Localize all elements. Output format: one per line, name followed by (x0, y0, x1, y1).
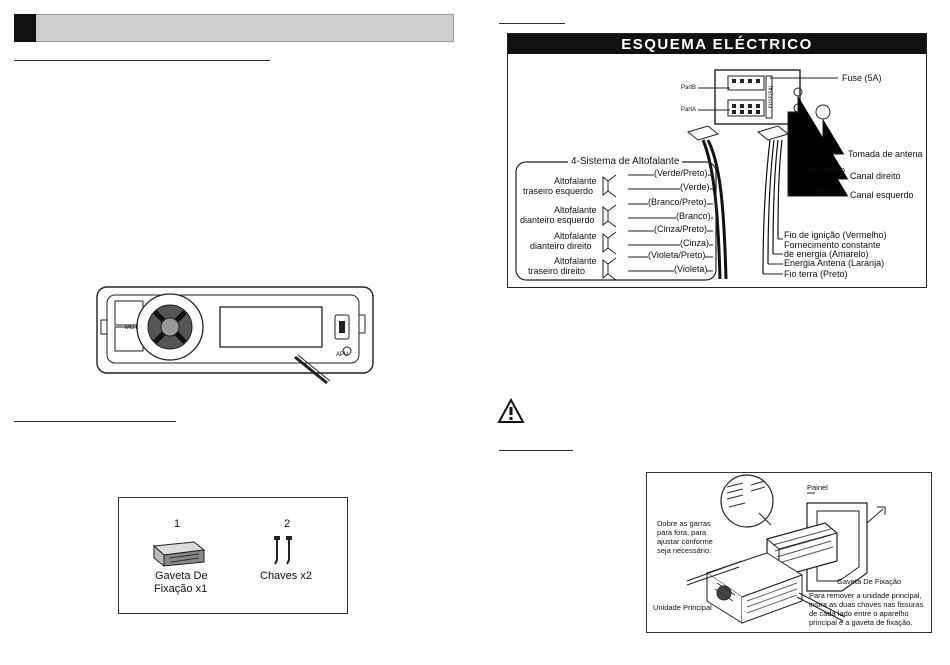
accessory-2-number: 2 (284, 518, 291, 530)
wire-7-label: (Violeta/Preto) (648, 250, 706, 260)
accessory-1-line2: Fixação x1 (154, 583, 208, 595)
wire-3-label: (Branco/Preto) (648, 197, 707, 207)
remove-note-line2: insira as duas chaves nas fissuras (809, 600, 924, 609)
remove-note-line3: de cada lado entre o aparelho (809, 609, 909, 618)
wire-2-label: (Verde) (680, 182, 710, 192)
section-underline-4 (499, 450, 573, 451)
wire-4-label: (Branco) (676, 211, 711, 221)
radio-apu-label: APU (336, 352, 349, 358)
wire-8-label: (Violeta) (674, 264, 708, 274)
fuse-vertical-label: FUSE(5A) (768, 85, 775, 109)
speaker-4-line2: traseiro direito (528, 266, 586, 276)
white-wire-label: Branco (816, 186, 845, 196)
wiring-diagram: ESQUEMA ELÉCTRICO (507, 33, 927, 288)
speaker-1-line2: traseiro esquerdo (523, 186, 594, 196)
speaker-1-line1: Altofalante (554, 176, 597, 186)
wire-5-label: (Cinza/Preto) (654, 224, 708, 234)
wire-6-label: (Cinza) (680, 238, 710, 248)
installation-drawing (686, 474, 886, 624)
speaker-2-line1: Altofalante (554, 205, 597, 215)
section-underline-3 (499, 23, 565, 24)
constant-power-line1: Fornecimento constante (784, 240, 881, 250)
ground-wire-label: Fio terra (Preto) (784, 269, 848, 279)
panel-label: Painel (807, 483, 828, 492)
sleeve-label: Gaveta De Fixação (837, 577, 902, 586)
antenna-socket-label: Tomada de antena (848, 149, 923, 159)
right-channel-label: Canal direito (850, 171, 901, 181)
warning-triangle-icon (497, 397, 525, 423)
fuse-label: Fuse (5A) (842, 73, 882, 83)
accessories-box: 1 Gaveta De Fixação x1 2 Chaves x2 (118, 497, 348, 614)
accessory-2-label: Chaves x2 (260, 570, 312, 582)
accessory-1-number: 1 (174, 518, 181, 530)
main-unit-label: Unidade Principal (653, 603, 712, 612)
section-underline-2 (14, 421, 176, 422)
bend-note-line1: Dobre as garras (657, 519, 711, 528)
remove-note-line4: principal e a gaveta de fixação. (809, 618, 913, 627)
red-wire-label: Vermelho (807, 165, 846, 175)
antenna-power-label: Energia Antena (Laranja) (784, 258, 885, 268)
remove-note-line1: Para remover a unidade principal, (809, 591, 922, 600)
speaker-system-label: 4-Sistema de Altofalante (568, 156, 683, 167)
installation-diagram: Painel Dobre as garras para fora, para a… (646, 472, 932, 633)
section-header-marker (14, 14, 36, 42)
car-radio-front-panel (96, 286, 374, 385)
radio-mute-label: MUT (125, 325, 138, 331)
speaker-4-line1: Altofalante (554, 256, 597, 266)
accessory-1-line1: Gaveta De (155, 570, 208, 582)
wire-1-label: (Verde/Preto) (654, 168, 708, 178)
removal-keys-icon (274, 536, 292, 565)
mounting-sleeve-icon (152, 541, 206, 568)
ignition-wire-label: Fio de ignição (Vermelho) (784, 230, 887, 240)
part-b-label: PartB (681, 85, 697, 91)
speaker-2-line2: dianteiro esquerdo (520, 215, 595, 225)
wiring-lines (515, 69, 848, 281)
section-underline-1 (14, 60, 270, 61)
wiring-title: ESQUEMA ELÉCTRICO (508, 34, 926, 54)
bend-note-line2: para fora, para (657, 528, 707, 537)
bend-note-line3: ajustar conforme (657, 537, 713, 546)
speaker-3-line2: dianteiro direito (530, 241, 592, 251)
left-channel-label: Canal esquerdo (850, 190, 914, 200)
bend-note-line4: seja necessário. (657, 546, 712, 555)
constant-power-line2: de energia (Amarelo) (784, 249, 869, 259)
speaker-3-line1: Altofalante (554, 231, 597, 241)
part-a-label: PartA (681, 107, 697, 113)
section-header-bar (14, 14, 454, 42)
